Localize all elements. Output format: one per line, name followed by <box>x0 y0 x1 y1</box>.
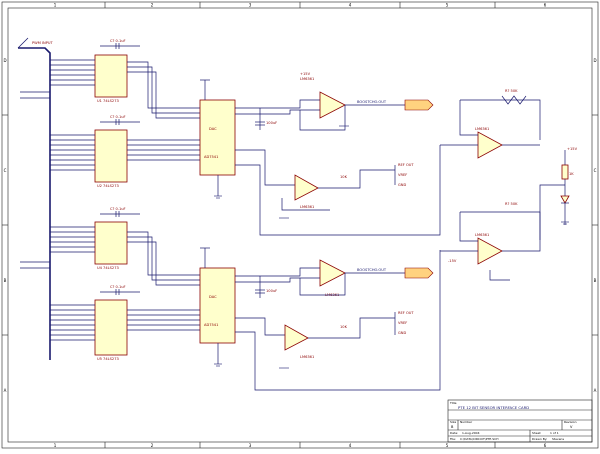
col-label: 6 <box>544 3 547 8</box>
schematic-title: PTE 12 BIT SENSOR INTERFACE CARD <box>458 405 529 410</box>
latch-to-dac-wires <box>127 61 200 331</box>
cap-label: 100uF <box>266 289 277 293</box>
out-port-label: BOOSTCHO.OUT <box>357 100 387 104</box>
latch-caps: C? 0.1uF C? 0.1uF C? 0.1uF C? 0.1uF <box>100 39 140 295</box>
vref-label: VREF <box>398 321 407 325</box>
title-label: Title <box>449 401 457 405</box>
col-label: 1 <box>54 3 57 8</box>
op-amp-label: LM6361 <box>475 233 489 237</box>
latch-inputs <box>50 59 95 341</box>
res-label: 10K <box>340 325 348 329</box>
res-label: 10K <box>340 175 348 179</box>
latch-label: U4 74LS273 <box>97 266 119 270</box>
rv-label: R? 50K <box>505 202 518 206</box>
row-markers: D C B A D C B A <box>2 58 598 393</box>
size-value: B <box>451 425 454 429</box>
vref-label: VREF <box>398 173 407 177</box>
col-label: 2 <box>151 3 154 8</box>
row-label: B <box>4 278 7 283</box>
title-block: Title PTE 12 BIT SENSOR INTERFACE CARD S… <box>447 399 593 443</box>
op-amp-label: LM6361 <box>300 205 314 209</box>
row-label: D <box>3 58 6 63</box>
dac-label: DAC <box>209 127 217 131</box>
latch-label: U1 74LS273 <box>97 99 119 103</box>
op-amp-label: LM6361 <box>300 77 314 81</box>
dac2-output-wires: 100uF <box>200 247 441 391</box>
latch-u4: U4 74LS273 <box>94 221 128 270</box>
ground-symbols <box>214 125 349 369</box>
res-label: 1K <box>569 172 574 176</box>
dac-chip-2: DAC AD7541 <box>199 267 236 344</box>
bus-label: PWM INPUT <box>32 41 54 45</box>
gnd-label: GND <box>398 331 406 335</box>
op-amp-diff-upper: LM6361 R? 50K <box>440 89 541 159</box>
vcc-label: +15V <box>300 72 311 76</box>
col-label: 2 <box>151 443 154 448</box>
row-label: C <box>4 168 7 173</box>
row-label: B <box>594 278 597 283</box>
latch-u1: U1 74LS273 <box>94 54 128 103</box>
dac-chip-1: DAC AD7541 <box>199 99 236 176</box>
op-amp-1: LM6361 +15V <box>299 72 405 131</box>
dac-label: DAC <box>209 295 217 299</box>
sheet-label: Sheet <box>532 431 541 435</box>
cap-label: C? 0.1uF <box>110 207 126 211</box>
date-label: Date: <box>450 431 458 435</box>
number-label: Number <box>460 420 473 424</box>
col-label: 5 <box>446 443 449 448</box>
vee-label: -15V <box>448 259 457 263</box>
op-amp-label: LM6361 <box>300 355 314 359</box>
file-value: C:\DATA\CIRCUIT\PTE.SCH <box>460 437 499 441</box>
cap-label: 100uF <box>266 121 277 125</box>
size-label: Size <box>450 420 456 424</box>
col-label: 5 <box>446 3 449 8</box>
latch-label: U5 74LS273 <box>97 357 119 361</box>
cap-label: C? 0.1uF <box>110 39 126 43</box>
file-label: File: <box>450 437 456 441</box>
cap-label: C? 0.1uF <box>110 285 126 289</box>
op-amp-label: LM6361 <box>475 127 489 131</box>
revision-value: V <box>570 425 573 429</box>
col-label: 4 <box>349 3 352 8</box>
row-label: A <box>594 388 597 393</box>
drawn-label: Drawn By: <box>532 437 547 441</box>
op-amp-diff-lower: LM6361 R? 50K -15V <box>440 184 565 281</box>
latch-u2: U2 74LS273 <box>94 129 128 188</box>
ref-label: REF OUT <box>398 311 414 315</box>
cap-label: C? 0.1uF <box>110 115 126 119</box>
latch-u5: U5 74LS273 <box>94 299 128 361</box>
op-amp-4: LM6361 REF OUT VREF GND 10K <box>284 311 414 359</box>
latch-label: U2 74LS273 <box>97 184 119 188</box>
drawn-value: Stevens <box>552 437 564 441</box>
row-label: A <box>4 388 7 393</box>
ref-label: REF OUT <box>398 163 414 167</box>
dac1-output-wires: 100uF <box>200 79 441 236</box>
col-label: 3 <box>249 3 252 8</box>
dac-part: AD7541 <box>204 323 218 327</box>
data-bus: PWM INPUT <box>17 37 54 360</box>
col-label: 3 <box>249 443 252 448</box>
column-markers: 1 2 3 4 5 6 1 2 3 4 5 6 <box>54 2 547 448</box>
sheet-value: 1 of 1 <box>550 431 559 435</box>
col-label: 6 <box>544 443 547 448</box>
op-amp-3: LM6361 <box>299 259 405 297</box>
output-port-1: BOOSTCHO.OUT <box>357 99 434 111</box>
col-label: 4 <box>349 443 352 448</box>
col-label: 1 <box>54 443 57 448</box>
output-port-2: BOOSTCHO.OUT <box>357 267 434 279</box>
row-label: C <box>594 168 597 173</box>
gnd-label: GND <box>398 183 406 187</box>
row-label: D <box>593 58 596 63</box>
dac-part: AD7541 <box>204 155 218 159</box>
vcc-label: +15V <box>567 147 578 151</box>
ref-zener: +15V 1K <box>560 147 578 225</box>
out-port-label: BOOSTCHO.OUT <box>357 268 387 272</box>
rv-label: R? 50K <box>505 89 518 93</box>
revision-label: Revision <box>564 420 577 424</box>
op-amp-2: LM6361 REF OUT VREF GND 10K <box>281 163 414 211</box>
date-value: 1-Aug-2004 <box>462 431 480 435</box>
